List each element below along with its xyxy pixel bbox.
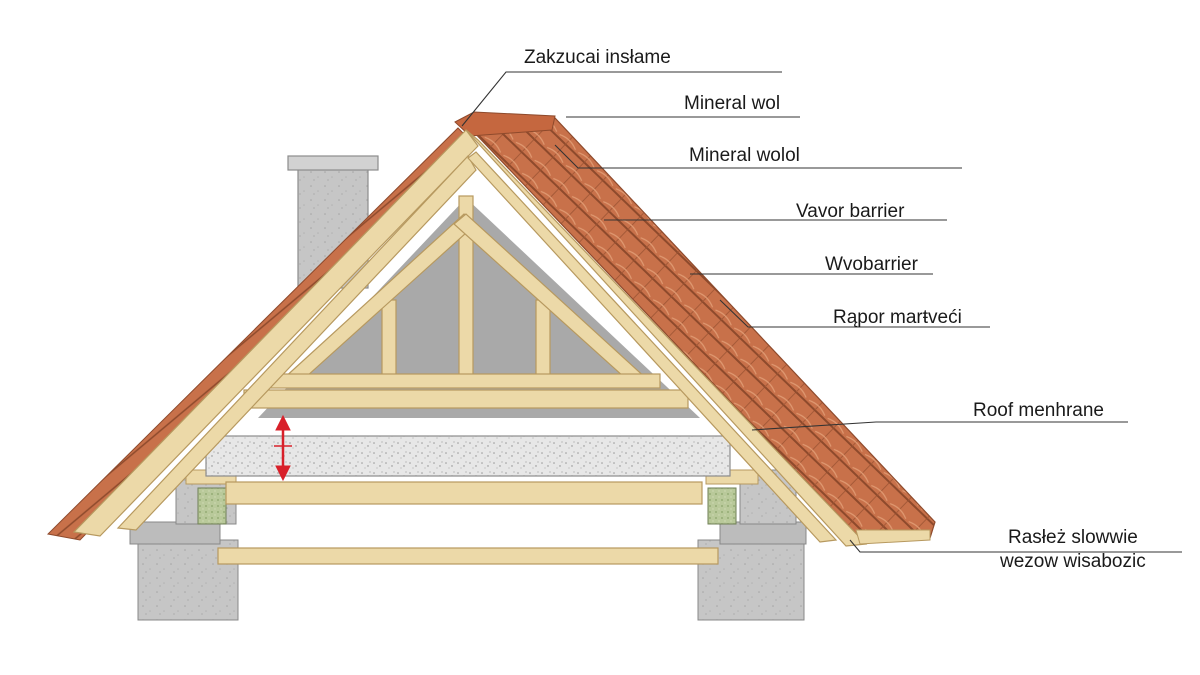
right-rafters bbox=[465, 129, 868, 547]
left-rafters bbox=[72, 129, 479, 537]
label-zakzucai-insłame: Zakzucai insłame bbox=[524, 47, 671, 68]
label-bottom-line2: wezow wisabozic bbox=[1000, 551, 1146, 572]
right-fascia bbox=[855, 529, 931, 545]
collar-tie bbox=[267, 373, 661, 389]
truss-webs bbox=[280, 195, 650, 387]
label-rapor-marteci: Rąpor marŧveći bbox=[833, 307, 962, 328]
left-insulation-block bbox=[197, 487, 227, 525]
label-wvobarrier: Wvobarrier bbox=[825, 254, 918, 275]
right-insulation-block bbox=[707, 487, 737, 525]
label-roof-menhrane: Roof menhrane bbox=[973, 400, 1104, 421]
insulation-thickness-arrow bbox=[274, 414, 292, 482]
label-vavor-barrier: Vavor barrier bbox=[796, 201, 905, 222]
insulation-layer bbox=[205, 435, 731, 477]
label-mineral-wol: Mineral wol bbox=[684, 93, 781, 114]
floor-beam bbox=[225, 481, 703, 505]
label-bottom-line1: Rasłeż slowwie bbox=[1008, 527, 1138, 548]
attic-cavity bbox=[258, 198, 700, 418]
label-mineral-wolol: Mineral wolol bbox=[689, 145, 800, 166]
leader-lines bbox=[461, 71, 1182, 553]
lower-tie bbox=[243, 389, 689, 409]
ceiling-joist bbox=[217, 547, 719, 565]
